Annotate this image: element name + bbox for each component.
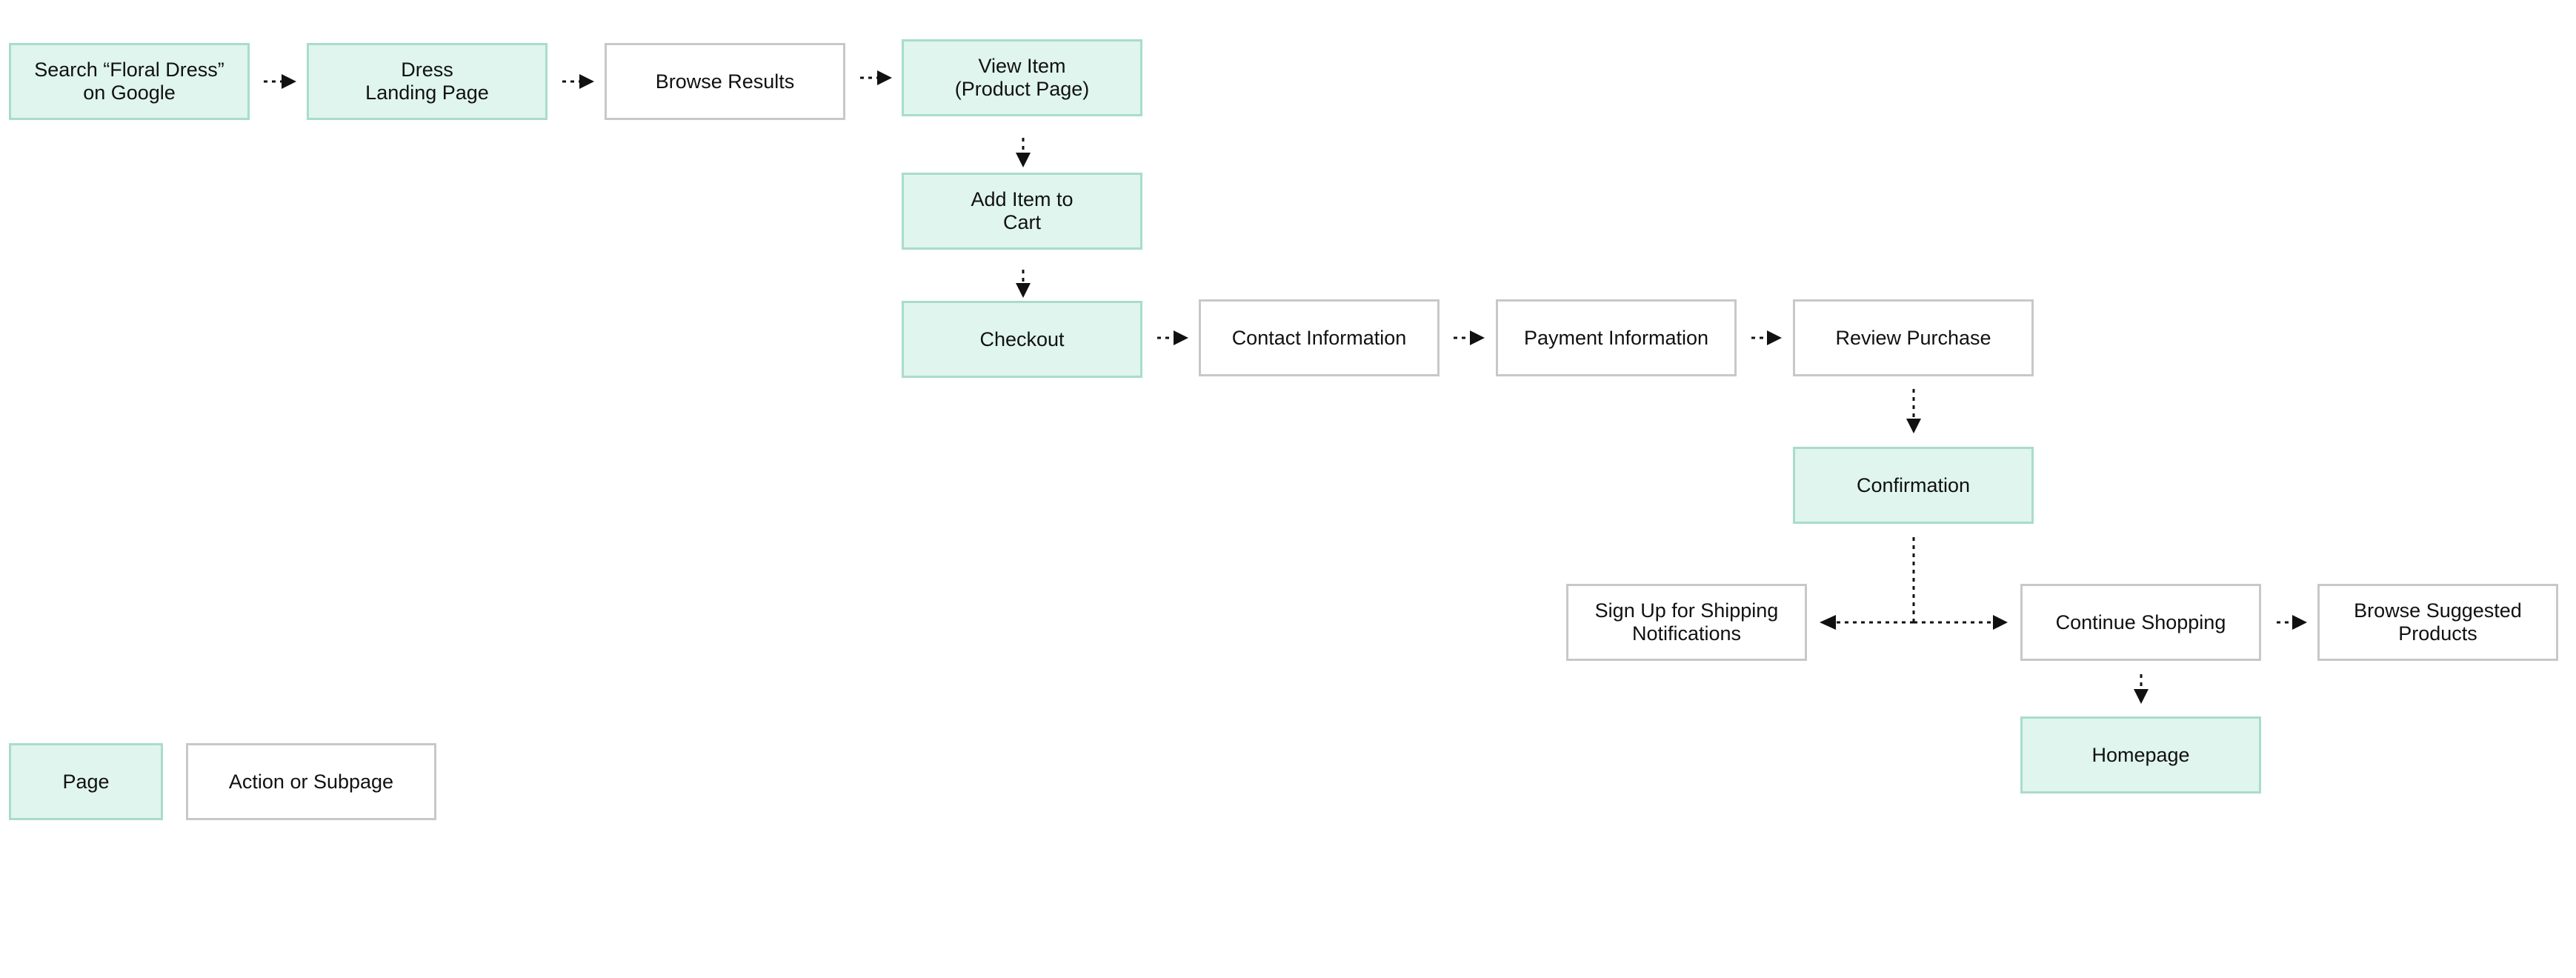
node-sign-up-shipping-notifications: Sign Up for Shipping Notifications xyxy=(1566,584,1807,661)
node-review-purchase: Review Purchase xyxy=(1793,299,2034,376)
arrowhead xyxy=(1993,615,2008,630)
arrowhead xyxy=(1820,615,1836,630)
legend-action-swatch: Action or Subpage xyxy=(186,743,436,820)
arrowhead xyxy=(2292,615,2307,630)
node-payment-information: Payment Information xyxy=(1496,299,1737,376)
arrowhead xyxy=(1767,330,1782,345)
arrowhead xyxy=(579,74,594,89)
node-search-floral-dress: Search “Floral Dress” on Google xyxy=(9,43,250,120)
arrowhead xyxy=(2134,689,2149,704)
node-browse-suggested-products: Browse Suggested Products xyxy=(2317,584,2558,661)
arrowhead xyxy=(1016,153,1031,167)
arrowhead xyxy=(1174,330,1188,345)
arrowhead xyxy=(1016,283,1031,298)
node-contact-information: Contact Information xyxy=(1199,299,1440,376)
node-continue-shopping: Continue Shopping xyxy=(2020,584,2261,661)
arrowhead xyxy=(877,70,892,85)
node-confirmation: Confirmation xyxy=(1793,447,2034,524)
node-dress-landing-page: Dress Landing Page xyxy=(307,43,548,120)
node-view-item: View Item (Product Page) xyxy=(902,39,1142,116)
node-homepage: Homepage xyxy=(2020,716,2261,794)
node-browse-results: Browse Results xyxy=(605,43,845,120)
node-add-item-to-cart: Add Item to Cart xyxy=(902,173,1142,250)
arrowhead xyxy=(282,74,296,89)
arrowhead xyxy=(1906,419,1921,433)
node-checkout: Checkout xyxy=(902,301,1142,378)
legend-page-swatch: Page xyxy=(9,743,163,820)
arrowhead xyxy=(1470,330,1485,345)
